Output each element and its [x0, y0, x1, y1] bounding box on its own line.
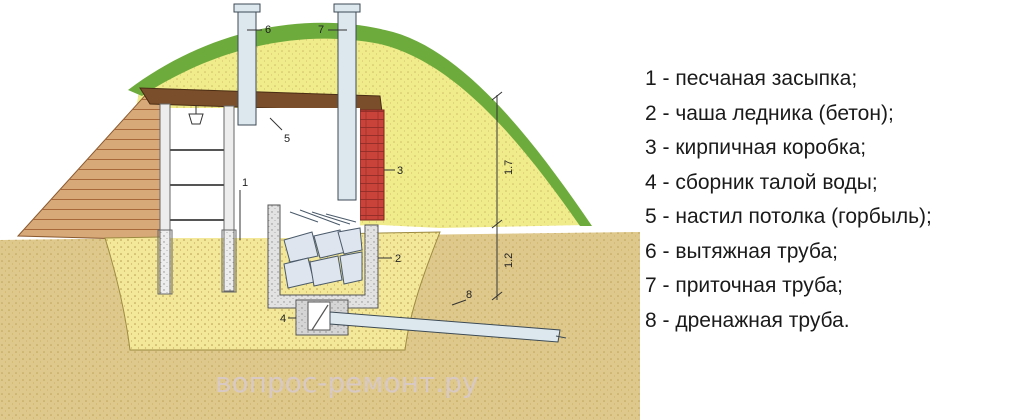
post-left-footing: [157, 229, 173, 295]
hanging-lamp: [188, 105, 204, 125]
legend-item-7: 7 - приточная труба;: [645, 274, 844, 297]
callout-3: 3: [397, 165, 403, 177]
exhaust-pipe: [237, 9, 257, 126]
interior-space: [170, 108, 360, 238]
callout-6: 6: [265, 24, 271, 36]
ice-blocks: [283, 227, 363, 289]
cold-air-lines: [289, 209, 357, 226]
wooden-wall-boards: [18, 90, 165, 240]
dimension-lower: 1.2: [503, 253, 515, 268]
legend-item-2: 2 - чаша ледника (бетон);: [645, 101, 894, 125]
post-right-footing: [221, 229, 237, 293]
callout-7: 7: [318, 24, 324, 36]
ice-bowl-texture: [268, 205, 378, 308]
legend-item-4: 4 - сборник талой воды;: [645, 170, 878, 194]
legend-item-5: 5 - настил потолка (горбыль);: [645, 205, 932, 228]
brick-box-texture: [360, 110, 384, 220]
callout-8: 8: [466, 289, 472, 301]
icehouse-diagram: 1.7 1.2 1 2 3 4 5 6 7 8 вопрос-ремонт.ру: [0, 3, 640, 420]
supply-pipe: [337, 9, 357, 201]
callout-2: 2: [395, 253, 401, 265]
ladder: [170, 149, 224, 221]
dimension-line: [491, 91, 503, 301]
supply-pipe-cap: [333, 3, 361, 13]
callout-4: 4: [280, 313, 286, 325]
callout-5: 5: [284, 133, 290, 145]
legend-item-1: 1 - песчаная засыпка;: [645, 67, 858, 90]
watermark: вопрос-ремонт.ру: [215, 366, 478, 399]
legend-item-6: 6 - вытяжная труба;: [645, 239, 838, 263]
exhaust-pipe-cap: [233, 3, 261, 13]
callout-leaders: [239, 29, 467, 319]
legend-item-8: 8 - дренажная труба.: [645, 308, 850, 332]
dimension-upper: 1.7: [503, 160, 515, 175]
callout-1: 1: [242, 177, 248, 189]
legend-item-3: 3 - кирпичная коробка;: [645, 136, 867, 159]
drainage-pipe: [329, 311, 561, 343]
legend: 1 - песчаная засыпка; 2 - чаша ледника (…: [645, 62, 932, 338]
